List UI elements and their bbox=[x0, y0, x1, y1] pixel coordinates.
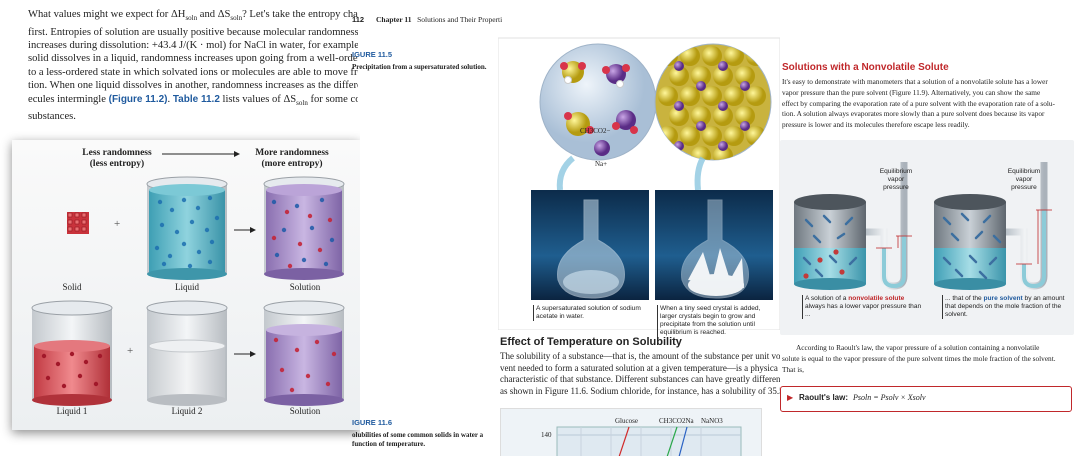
page-number: 112 bbox=[352, 15, 365, 24]
nonvolatile-solute-heading: Solutions with a Nonvolatile Solute bbox=[782, 62, 949, 73]
series-glucose: Glucose bbox=[615, 417, 638, 425]
less-randomness-header: Less randomness (less entropy) bbox=[82, 148, 152, 169]
figure-11-6-label: IGURE 11.6 bbox=[352, 418, 393, 427]
acetate-ion-label: CH3CO2− bbox=[580, 127, 611, 135]
caption-supersaturated: A supersaturated solution of sodium acet… bbox=[533, 305, 648, 321]
beaker-solution-bottom bbox=[263, 300, 345, 406]
temperature-solubility-heading: Effect of Temperature on Solubility bbox=[500, 336, 682, 348]
series-sodium-nitrate: NaNO3 bbox=[701, 417, 723, 425]
label-solution-bottom: Solution bbox=[289, 406, 321, 416]
triangle-bullet-icon: ▶ bbox=[787, 393, 794, 402]
running-header: Chapter 11 Solutions and Their Propertie… bbox=[376, 15, 502, 24]
left-page: What values might we expect for ΔHsoln a… bbox=[0, 0, 360, 456]
label-liquid: Liquid bbox=[175, 282, 199, 292]
label-solution-top: Solution bbox=[289, 282, 321, 292]
solubility-chart: Glucose CH3CO2Na NaNO3 140 bbox=[500, 408, 762, 456]
equilibrium-label-right: Equilibrium vapor pressure bbox=[1007, 168, 1041, 191]
caption-solution-vapor: A solution of a nonvolatile solute alway… bbox=[802, 295, 923, 319]
svg-text:+: + bbox=[127, 345, 133, 357]
solid-crystal bbox=[67, 212, 89, 234]
solution-container bbox=[794, 194, 866, 290]
equilibrium-label-left: Equilibrium vapor pressure bbox=[879, 168, 913, 191]
figure-11-5-caption: Precipitation from a supersaturated solu… bbox=[352, 63, 487, 71]
manometer-illustration bbox=[780, 140, 1074, 335]
label-solid: Solid bbox=[62, 282, 82, 292]
beaker-liquid bbox=[146, 176, 228, 280]
crystal-lattice bbox=[658, 46, 766, 160]
raoults-law-equation: Psoln = Psolv × Xsolv bbox=[853, 393, 926, 402]
entropy-illustration: + bbox=[31, 151, 345, 406]
solvent-container bbox=[934, 194, 1006, 290]
label-liquid-2: Liquid 2 bbox=[171, 406, 203, 416]
figure-11-2-link[interactable]: (Figure 11.2) bbox=[108, 93, 168, 105]
nonvolatile-paragraph: It's easy to demonstrate with manometers… bbox=[782, 77, 1055, 130]
beaker-solution-top bbox=[263, 176, 345, 280]
series-sodium-acetate: CH3CO2Na bbox=[659, 417, 694, 425]
figure-11-5-label: IGURE 11.5 bbox=[352, 50, 393, 59]
raoult-paragraph: According to Raoult's law, the vapor pre… bbox=[782, 343, 1056, 374]
label-liquid-1: Liquid 1 bbox=[56, 406, 88, 416]
sodium-ion-label: Na+ bbox=[595, 160, 608, 168]
more-randomness-header: More randomness (more entropy) bbox=[255, 148, 329, 169]
caption-solvent-vapor: ... that of the pure solvent by an amoun… bbox=[942, 295, 1073, 319]
precipitation-page: CH3CO2− Na+ A supersaturated solution of… bbox=[498, 30, 780, 456]
solubility-body: The solubility of a substance—that is, t… bbox=[500, 351, 780, 396]
middle-page: 112 Chapter 11 Solutions and Their Prope… bbox=[352, 0, 502, 456]
figure-11-6-caption: olubilities of some common solids in wat… bbox=[352, 431, 484, 448]
left-page-text: What values might we expect for ΔHsoln a… bbox=[28, 9, 358, 123]
raoults-law-label: Raoult's law: bbox=[799, 393, 849, 402]
caption-seed-crystal: When a tiny seed crystal is added, large… bbox=[657, 305, 774, 337]
y-tick-140: 140 bbox=[541, 431, 552, 439]
figure-11-9-vapor-pressure: Equilibrium vapor pressure Equilibrium v… bbox=[780, 140, 1080, 335]
precipitation-figure bbox=[498, 37, 780, 330]
svg-text:+: + bbox=[114, 218, 120, 230]
figure-11-2-entropy: Less randomness (less entropy) More rand… bbox=[12, 140, 360, 430]
chart-lines bbox=[556, 426, 742, 456]
beaker-liquid-1 bbox=[31, 300, 113, 406]
table-11-2-link[interactable]: Table 11.2 bbox=[172, 93, 220, 105]
beaker-liquid-2 bbox=[146, 300, 228, 406]
raoults-law-box: ▶ Raoult's law: Psoln = Psolv × Xsolv bbox=[780, 386, 1072, 412]
